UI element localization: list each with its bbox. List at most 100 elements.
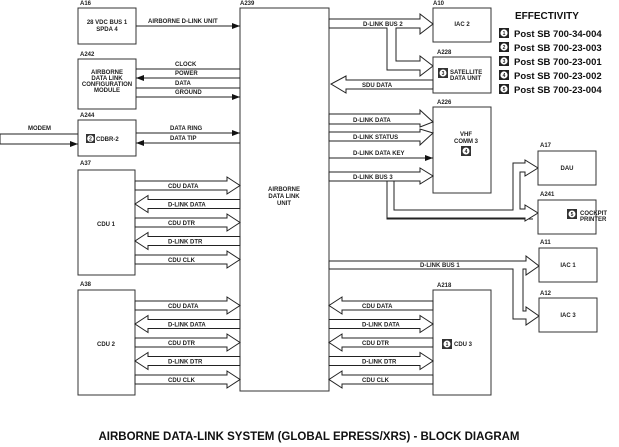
effectivity-item: Post SB 700-23-002 (514, 71, 602, 82)
eff-num-a228: 3 (442, 71, 445, 77)
cdu1-signal-arrow (134, 194, 241, 214)
ref-a241: A241 (540, 192, 555, 198)
diagram-caption: AIRBORNE DATA-LINK SYSTEM (GLOBAL EPRESS… (98, 431, 519, 443)
a242-line-2: DATA LINK (91, 76, 123, 82)
a10-label: IAC 2 (454, 22, 470, 28)
data-tip-label: DATA TIP (170, 136, 197, 142)
cdu2-signal-arrow (134, 370, 241, 389)
block-a242: A242 AIRBORNE DATA LINK CONFIGURATION MO… (77, 52, 137, 110)
vhf-dlink-status-label: D-LINK STATUS (353, 135, 398, 141)
cdu3-signal-arrow (328, 314, 434, 334)
power-label: POWER (175, 71, 198, 77)
a11-label: IAC 1 (560, 263, 576, 269)
dlink-bus-1-arrow (328, 254, 540, 326)
block-a241: A241 5 COCKPIT PRINTER (537, 192, 607, 235)
cdu3-signal-label: D-LINK DTR (362, 360, 397, 366)
effectivity-item: Post SB 700-23-001 (514, 57, 602, 68)
cdu3-signal-label: CDU DATA (362, 304, 393, 310)
ref-a228: A228 (437, 50, 452, 56)
cdu3-signal-arrow (328, 370, 434, 389)
effectivity-num: 1 (503, 31, 506, 37)
a239-line-1: AIRBORNE (268, 187, 300, 193)
dlink-bus-2-label: D-LINK BUS 2 (363, 22, 403, 28)
cdu3-signal-arrow (328, 351, 434, 371)
a239-line-3: UNIT (277, 201, 291, 207)
a17-label: DAU (561, 166, 574, 172)
effectivity-num: 2 (503, 45, 506, 51)
modem-label: MODEM (28, 126, 51, 132)
cdu1-signal-label: D-LINK DTR (168, 240, 203, 246)
block-a226: A226 VHF COMM 3 4 (432, 100, 492, 194)
block-a38: A38 CDU 2 (77, 282, 136, 396)
effectivity-item: Post SB 700-34-004 (514, 29, 602, 40)
ref-a17: A17 (540, 143, 552, 149)
ref-a37: A37 (80, 161, 92, 167)
ground-label: GROUND (175, 90, 202, 96)
a242-line-3: CONFIGURATION (82, 82, 132, 88)
a228-line-1: SATELLITE (450, 70, 482, 76)
vhf-dlink-status-arrow (328, 128, 434, 147)
a16-line-2: SPDA 4 (96, 27, 118, 33)
ref-a226: A226 (437, 100, 452, 106)
effectivity-num: 5 (503, 87, 506, 93)
cdu2-signal-arrow (134, 296, 241, 315)
ref-a244: A244 (80, 113, 95, 119)
vhf-data-key-label: D-LINK DATA KEY (353, 151, 405, 157)
a228-line-2: DATA UNIT (450, 76, 482, 82)
cdu1-signal-label: CDU CLK (168, 258, 196, 264)
a226-line-1: VHF (460, 132, 472, 138)
cdu2-signal-label: D-LINK DATA (168, 323, 206, 329)
modem-bus (0, 133, 78, 145)
block-a12: A12 IAC 3 (538, 291, 598, 333)
block-a228: A228 3 SATELLITE DATA UNIT (432, 50, 492, 94)
data-label: DATA (175, 81, 191, 87)
data-ring-label: DATA RING (170, 126, 203, 132)
block-a10: A10 IAC 2 (432, 1, 492, 43)
eff-num-a244: 2 (89, 137, 92, 143)
power-feed-label: AIRBORNE D-LINK UNIT (148, 19, 218, 25)
cdu2-signal-arrow (134, 333, 241, 352)
a38-label: CDU 2 (97, 342, 116, 348)
a241-line-1: COCKPIT (580, 211, 607, 217)
cdu1-signal-arrow (134, 250, 241, 269)
ref-a218: A218 (437, 283, 452, 289)
cdu2-signal-label: CDU CLK (168, 378, 196, 384)
ref-a11: A11 (540, 240, 551, 246)
cdu2-signal-label: CDU DATA (168, 304, 199, 310)
dlink-bus-2-arrow (328, 12, 434, 78)
ref-a239: A239 (240, 1, 255, 7)
ref-a16: A16 (80, 1, 92, 7)
block-a16: A16 28 VDC BUS 1 SPDA 4 (77, 1, 137, 45)
a226-line-2: COMM 3 (454, 139, 479, 145)
cdu1-signal-label: CDU DTR (168, 221, 196, 227)
a242-line-4: MODULE (94, 88, 120, 94)
vhf-dlink-data-arrow (328, 108, 434, 128)
cdu2-signal-label: D-LINK DTR (168, 360, 203, 366)
block-a11: A11 IAC 1 (538, 240, 598, 283)
eff-num-a241: 5 (571, 212, 574, 218)
dlink-bus-3-label: D-LINK BUS 3 (353, 175, 393, 181)
block-a239: A239 AIRBORNE DATA LINK UNIT (239, 1, 330, 392)
cdu1-signal-arrow (134, 231, 241, 251)
effectivity-num: 3 (503, 59, 506, 65)
a244-label: CDBR-2 (96, 137, 119, 143)
cdu1-signal-label: D-LINK DATA (168, 203, 206, 209)
cdu3-signal-label: CDU DTR (362, 341, 390, 347)
clock-label: CLOCK (175, 62, 197, 68)
effectivity-num: 4 (503, 73, 506, 79)
dlink-bus-3-arrow (328, 167, 434, 185)
cdu2-signal-arrow (134, 314, 241, 334)
a12-label: IAC 3 (560, 313, 576, 319)
eff-num-a218: 1 (446, 342, 449, 348)
cdu1-signal-arrow (134, 176, 241, 195)
eff-num-a226: 4 (465, 149, 468, 155)
sdu-data-arrow (329, 75, 434, 94)
cdu3-signal-label: CDU CLK (362, 378, 390, 384)
vhf-dlink-data-label: D-LINK DATA (353, 118, 391, 124)
cdu3-signal-arrow (328, 333, 434, 352)
cdu1-signal-label: CDU DATA (168, 184, 199, 190)
a239-line-2: DATA LINK (268, 194, 300, 200)
